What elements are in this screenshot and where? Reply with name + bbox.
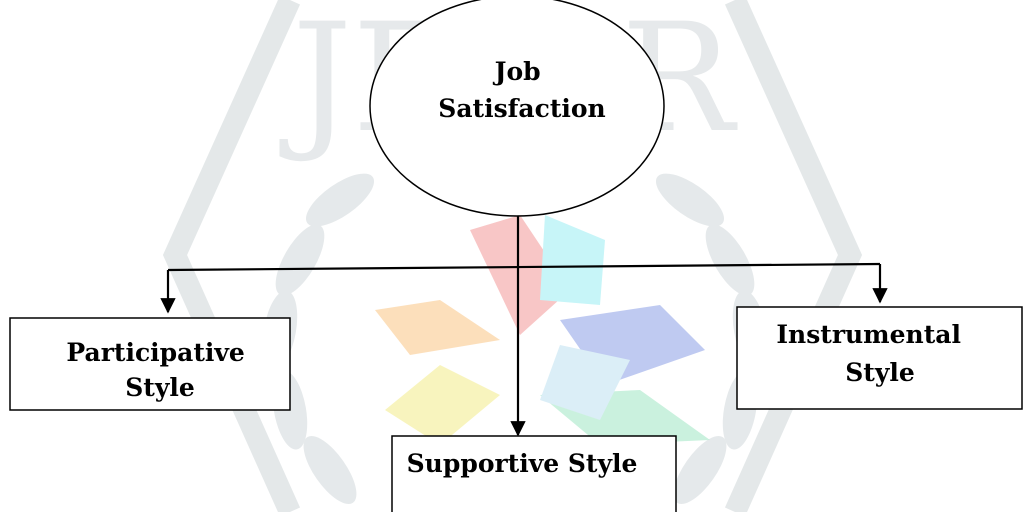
node-participative-style: Participative Style	[9, 317, 291, 411]
branch-line	[167, 262, 881, 272]
job-satisfaction-ellipse	[369, 0, 665, 217]
watermark-right-bracket-icon	[724, 0, 863, 512]
participative-style-line-2: Style	[125, 373, 195, 402]
participative-style-line-1: Participative	[66, 338, 244, 367]
svg-text:Supportive Style: Supportive Style	[407, 449, 638, 478]
svg-text:Instrumental Style: Instrumental Style	[776, 320, 969, 387]
svg-text:Participative Style: Participative Style	[66, 338, 253, 402]
instrumental-style-box	[736, 306, 1023, 410]
svg-text:Job Satisfaction: Job Satisfaction	[438, 57, 605, 123]
instrumental-style-line-1: Instrumental	[776, 320, 961, 349]
job-satisfaction-line-2: Satisfaction	[438, 94, 605, 123]
watermark-left-bracket-icon	[162, 0, 301, 512]
supportive-style-line-1: Supportive Style	[407, 449, 638, 478]
instrumental-style-line-2: Style	[845, 358, 915, 387]
job-satisfaction-line-1: Job	[493, 57, 541, 86]
node-job-satisfaction: Job Satisfaction	[369, 0, 665, 217]
node-instrumental-style: Instrumental Style	[736, 306, 1023, 410]
connectors	[160, 215, 888, 437]
participative-style-box	[9, 317, 291, 411]
watermark-flower-icon	[375, 215, 710, 445]
node-supportive-style: Supportive Style	[391, 435, 677, 512]
supportive-style-box	[391, 435, 677, 512]
